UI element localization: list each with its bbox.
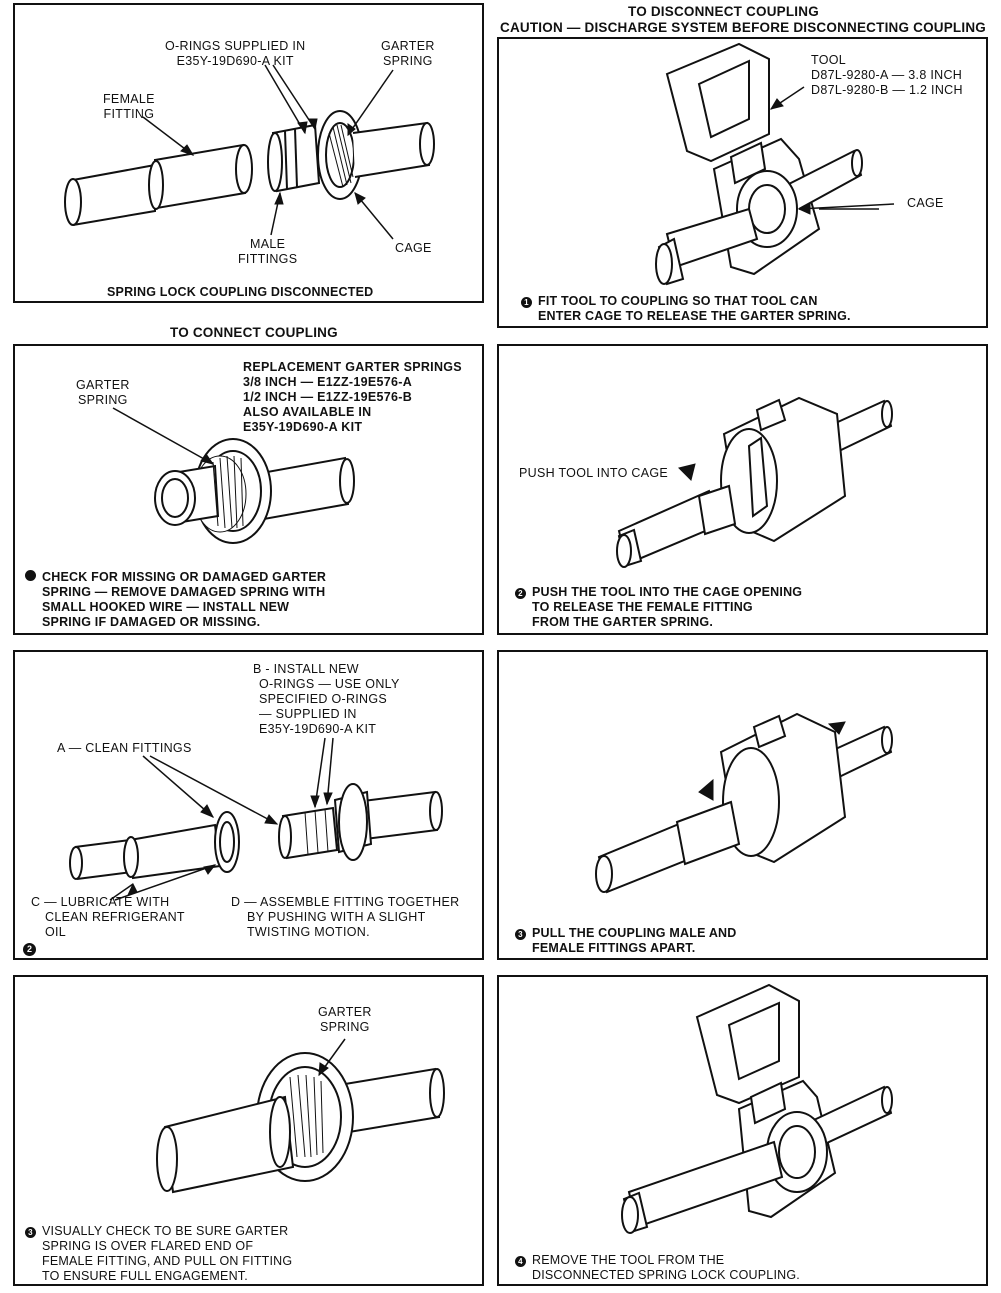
fit-tool-illustration	[655, 42, 895, 286]
cage-label: CAGE	[395, 241, 432, 255]
panel-coupling-disconnected: O-RINGS SUPPLIED IN E35Y-19D690-A KIT GA…	[13, 3, 484, 303]
connect-heading: TO CONNECT COUPLING	[170, 325, 338, 340]
caution-heading: CAUTION — DISCHARGE SYSTEM BEFORE DISCON…	[500, 20, 986, 35]
clean-fittings-label: A — CLEAN FITTINGS	[57, 741, 192, 755]
step-number: 2	[515, 588, 526, 599]
tool-label: TOOL D87L-9280-A — 3.8 INCH D87L-9280-B …	[811, 53, 963, 97]
lubricate-label: C — LUBRICATE WITH CLEAN REFRIGERANT OIL	[31, 895, 185, 939]
remove-tool-illustration	[621, 983, 893, 1234]
arrow-left-icon	[698, 778, 714, 801]
coupling-disconnected-illustration	[64, 64, 435, 240]
panel3-caption: CHECK FOR MISSING OR DAMAGED GARTER SPRI…	[25, 570, 326, 630]
check-garter-illustration	[112, 407, 355, 544]
step-number: 3	[25, 1227, 36, 1238]
assemble-label: D — ASSEMBLE FITTING TOGETHER BY PUSHING…	[231, 895, 460, 939]
disconnect-heading: TO DISCONNECT COUPLING	[628, 4, 819, 19]
step-number: 4	[515, 1256, 526, 1267]
assemble-illustration	[69, 737, 443, 901]
step-number: 3	[515, 929, 526, 940]
push-arrow-icon	[678, 463, 696, 481]
panel-assemble: B - INSTALL NEW O-RINGS — USE ONLY SPECI…	[13, 650, 484, 960]
female-fitting-label: FEMALE FITTING	[103, 92, 155, 121]
step-number: 2	[23, 943, 36, 956]
panel-check-garter: GARTER SPRING REPLACEMENT GARTER SPRINGS…	[13, 344, 484, 635]
garter-spring-label: GARTER SPRING	[381, 39, 435, 68]
step-bullet	[25, 570, 36, 581]
garter-spring-label: GARTER SPRING	[76, 378, 130, 407]
panel-fit-tool: TOOL D87L-9280-A — 3.8 INCH D87L-9280-B …	[497, 37, 988, 328]
push-tool-label: PUSH TOOL INTO CAGE	[519, 466, 669, 480]
male-fittings-label: MALE FITTINGS	[238, 237, 298, 266]
push-tool-illustration	[616, 396, 893, 568]
garter-spring-label: GARTER SPRING	[318, 1005, 372, 1034]
step-number: 1	[521, 297, 532, 308]
cage-label: CAGE	[907, 196, 944, 210]
pull-apart-illustration	[595, 712, 893, 894]
install-o-rings-label: B - INSTALL NEW O-RINGS — USE ONLY SPECI…	[253, 662, 400, 736]
visual-check-illustration	[156, 1038, 445, 1194]
panel1-caption: SPRING LOCK COUPLING DISCONNECTED	[107, 285, 374, 299]
o-rings-label: O-RINGS SUPPLIED IN E35Y-19D690-A KIT	[165, 39, 306, 68]
replacement-springs-label: REPLACEMENT GARTER SPRINGS 3/8 INCH — E1…	[243, 360, 462, 434]
arrow-right-icon	[827, 721, 846, 735]
